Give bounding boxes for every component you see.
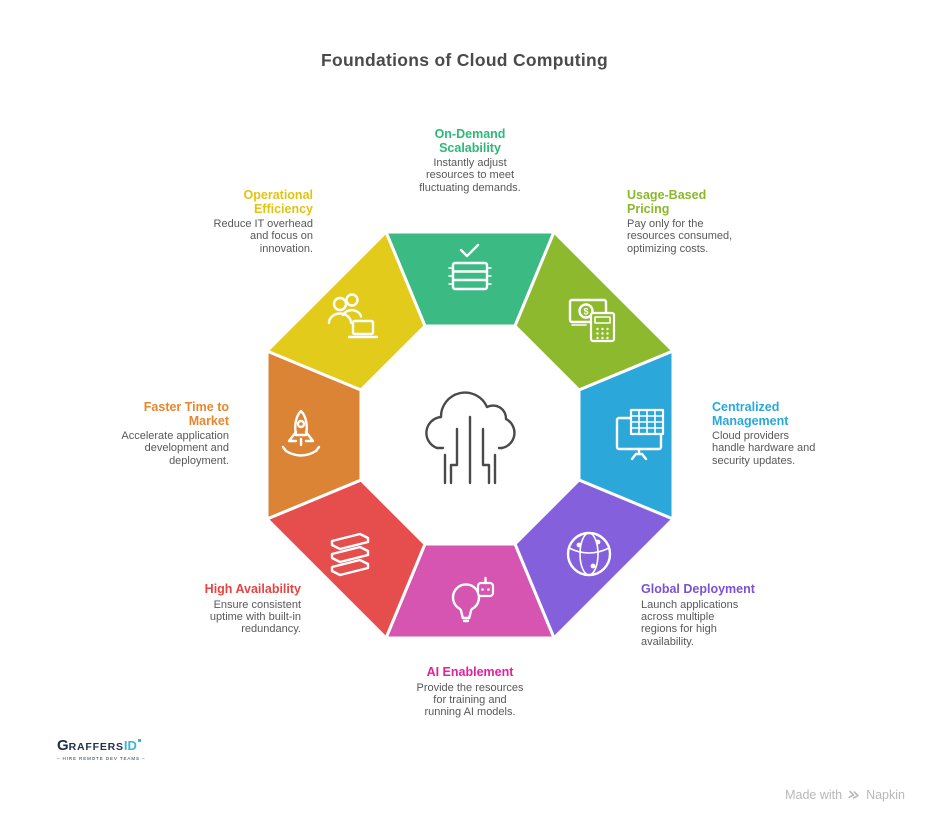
segment-label-global-deployment: Global Deployment Launch applications ac…: [641, 582, 763, 648]
segment-description: Pay only for the resources consumed, opt…: [627, 218, 733, 255]
segment-title: Faster Time to Market: [143, 400, 229, 428]
globe-network-icon: [566, 531, 612, 577]
segment-label-faster-time-to-market: Faster Time to Market Accelerate applica…: [117, 400, 229, 467]
rocket-launch-icon: [281, 409, 321, 457]
segment-title: Usage-Based Pricing: [627, 188, 707, 216]
segment-description: Cloud providers handle hardware and secu…: [712, 430, 816, 467]
segment-description: Reduce IT overhead and focus on innovati…: [213, 218, 313, 255]
napkin-attribution-link[interactable]: Made with Napkin: [785, 788, 905, 802]
logo-mark-icon: [137, 739, 141, 742]
attribution-brand: Napkin: [866, 788, 905, 802]
segment-label-centralized-management: Centralized Management Cloud providers h…: [712, 400, 822, 467]
segment-description: Instantly adjust resources to meet fluct…: [419, 157, 521, 194]
server-stack-icon: [330, 532, 370, 577]
logo-tagline: – HIRE REMOTE DEV TEAMS –: [57, 755, 146, 761]
segment-title: On-Demand Scalability: [434, 127, 506, 155]
segment-title: Global Deployment: [641, 582, 755, 596]
graffersid-logo: GRAFFERSID – HIRE REMOTE DEV TEAMS –: [57, 738, 145, 761]
segment-description: Accelerate application development and d…: [121, 430, 229, 467]
segment-label-usage-based-pricing: Usage-Based Pricing Pay only for the res…: [627, 188, 735, 255]
logo-text: RAFFERS: [68, 741, 124, 753]
segment-title: Operational Efficiency: [243, 188, 313, 216]
dollar-glyph: $: [583, 307, 588, 317]
team-laptop-icon: [327, 293, 379, 339]
attribution-prefix: Made with: [785, 788, 843, 802]
money-calculator-icon: $: [568, 298, 616, 343]
cloud-octagon-diagram: $: [240, 205, 700, 665]
cloud-circuit-icon: [425, 391, 516, 485]
page-title: Foundations of Cloud Computing: [321, 50, 608, 70]
segment-description: Ensure consistent uptime with built-in r…: [209, 598, 301, 636]
segment-label-high-availability: High Availability Ensure consistent upti…: [191, 582, 301, 636]
lightbulb-robot-icon: [451, 576, 495, 623]
monitor-spreadsheet-icon: [615, 408, 665, 461]
segment-label-operational-efficiency: Operational Efficiency Reduce IT overhea…: [208, 188, 313, 255]
segment-title: AI Enablement: [426, 665, 514, 679]
segment-label-on-demand-scalability: On-Demand Scalability Instantly adjust r…: [416, 127, 524, 194]
napkin-chevrons-icon: [848, 790, 859, 799]
segment-label-ai-enablement: AI Enablement Provide the resources for …: [414, 665, 526, 719]
logo-initial: G: [57, 737, 69, 754]
segment-title: Centralized Management: [712, 400, 789, 428]
segment-description: Launch applications across multiple regi…: [641, 598, 739, 648]
segment-title: High Availability: [204, 582, 301, 596]
octagon-svg: $: [264, 229, 676, 641]
logo-id-text: ID: [123, 738, 137, 753]
segment-description: Provide the resources for training and r…: [416, 681, 524, 719]
server-checklist-icon: [448, 243, 492, 291]
